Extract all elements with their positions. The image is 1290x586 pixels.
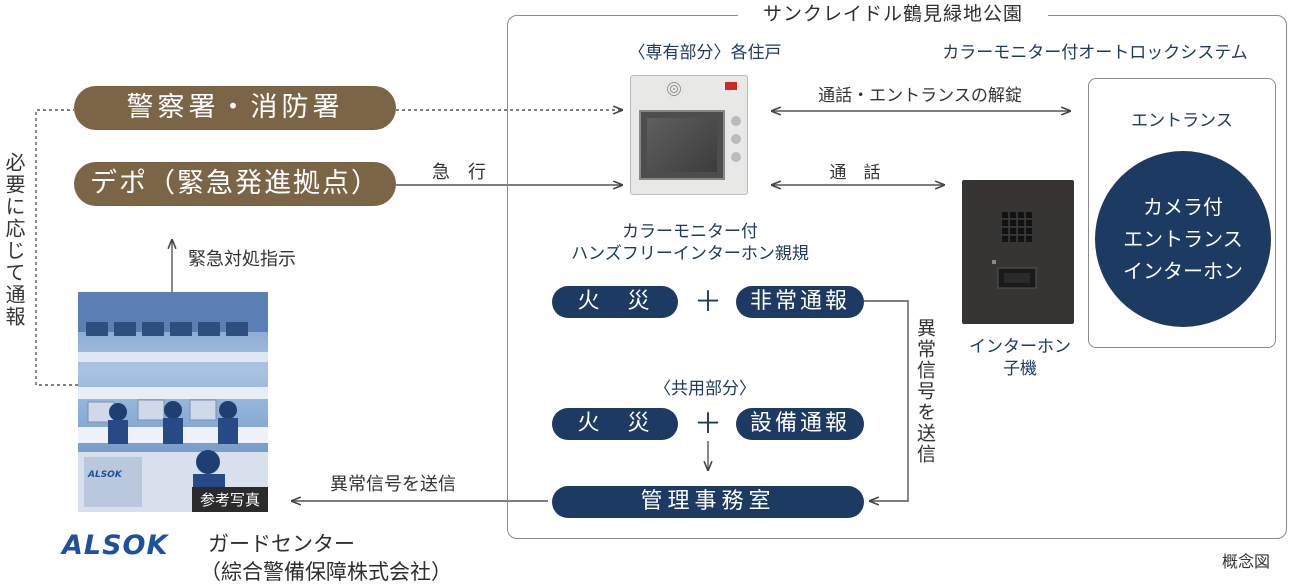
private-fire-pill: 火 災 bbox=[552, 286, 678, 318]
unlock-label: 通話・エントランスの解錠 bbox=[818, 86, 1022, 106]
equipment-report-pill: 設備通報 bbox=[736, 408, 864, 440]
system-title: カラーモニター付オートロックシステム bbox=[942, 43, 1248, 63]
entrance-box bbox=[1088, 78, 1276, 348]
private-plus: ＋ bbox=[693, 285, 722, 318]
monitor-button-icon bbox=[731, 152, 741, 162]
call-label: 通 話 bbox=[829, 163, 881, 183]
monitor-button-icon bbox=[731, 134, 741, 144]
shared-fire-pill: 火 災 bbox=[552, 408, 678, 440]
emergency-instruction-label: 緊急対処指示 bbox=[188, 249, 296, 270]
photo-caption: 参考写真 bbox=[191, 487, 268, 512]
monitor-button-icon bbox=[731, 116, 741, 126]
speaker-grille-icon bbox=[665, 80, 683, 98]
site-title: サンクレイドル鶴見緑地公園 bbox=[738, 2, 1048, 26]
intercom-panel-icon bbox=[992, 212, 1037, 289]
intercom-sub-caption: インターホン 子機 bbox=[940, 336, 1100, 380]
entrance-label: エントランス bbox=[1131, 111, 1233, 131]
monitor-caption: カラーモニター付 ハンズフリーインターホン親規 bbox=[560, 221, 820, 265]
svg-text:ALSOK: ALSOK bbox=[87, 470, 123, 480]
abnormal-signal-label: 異常信号を送信 bbox=[330, 474, 456, 495]
police-fire-pill: 警察署・消防署 bbox=[74, 86, 396, 130]
control-room-photo: ALSOK 参考写真 bbox=[78, 292, 268, 512]
exclusive-area-label: 〈専有部分〉各住戸 bbox=[628, 43, 782, 63]
emergency-button-icon bbox=[725, 82, 737, 90]
monitor-caption-line2: ハンズフリーインターホン親規 bbox=[571, 244, 809, 264]
intercom-sub-unit bbox=[962, 180, 1074, 324]
color-monitor-unit bbox=[630, 75, 748, 195]
shared-area-label: 〈共用部分〉 bbox=[654, 379, 756, 399]
company-name: （綜合警備保障株式会社） bbox=[200, 560, 452, 584]
control-room-illustration: ALSOK bbox=[78, 292, 268, 512]
intercom-sub-line1: インターホン bbox=[969, 337, 1071, 357]
concept-diagram-note: 概念図 bbox=[1222, 552, 1271, 571]
rush-label: 急 行 bbox=[432, 162, 486, 183]
depot-pill: デポ（緊急発進拠点） bbox=[74, 162, 396, 206]
alsok-logo: ALSOK bbox=[62, 530, 169, 561]
camera-intercom-circle: カメラ付 エントランス インターホン bbox=[1095, 151, 1271, 327]
abnormal-signal-vertical-label: 異常信号を送信 bbox=[914, 318, 936, 465]
camera-intercom-line3: インターホン bbox=[1123, 259, 1243, 283]
management-office-pill: 管理事務室 bbox=[552, 486, 864, 518]
camera-intercom-line2: エントランス bbox=[1123, 227, 1243, 251]
emergency-report-pill: 非常通報 bbox=[736, 286, 864, 318]
shared-plus: ＋ bbox=[693, 407, 722, 440]
emergency-signal-line bbox=[864, 300, 909, 501]
monitor-screen bbox=[639, 110, 725, 180]
camera-intercom-line1: カメラ付 bbox=[1143, 195, 1223, 219]
report-dashed-line bbox=[35, 109, 78, 386]
intercom-sub-line2: 子機 bbox=[1003, 359, 1037, 379]
monitor-caption-line1: カラーモニター付 bbox=[622, 222, 758, 242]
report-as-needed-label: 必要に応じて通報 bbox=[2, 152, 26, 328]
guard-center-label: ガードセンター bbox=[208, 532, 355, 556]
